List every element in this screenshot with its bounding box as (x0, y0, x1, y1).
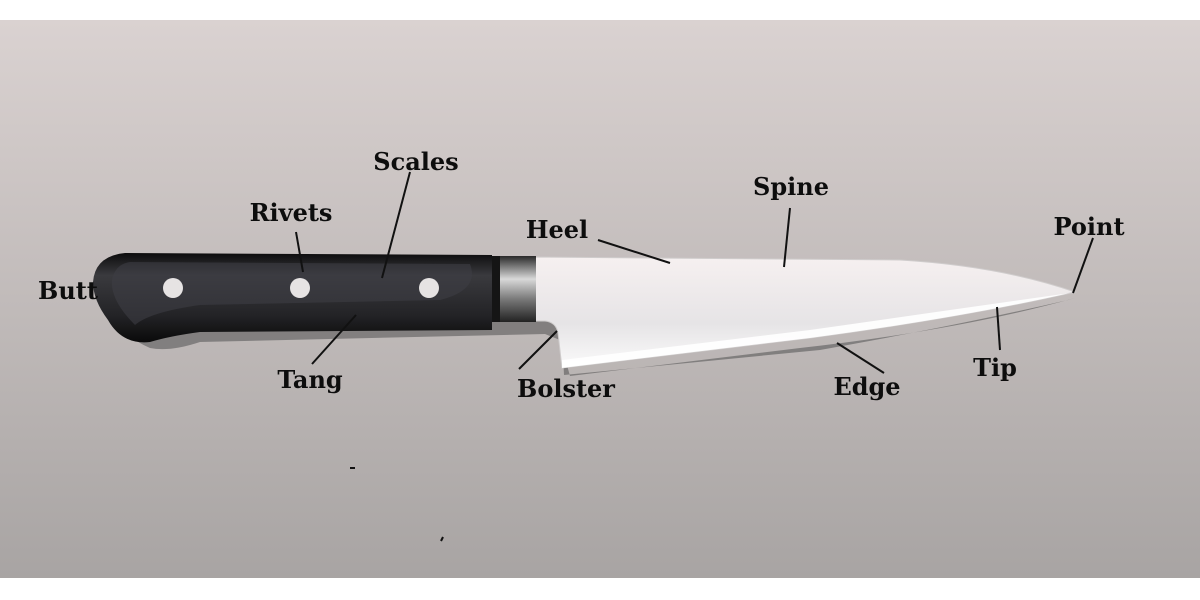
blade-edge-bevel (562, 293, 1070, 368)
label-rivets: Rivets (250, 198, 333, 227)
label-bolster: Bolster (517, 374, 615, 403)
rivet-1 (163, 278, 183, 298)
label-tang: Tang (277, 365, 343, 394)
leader-bolster (518, 330, 558, 370)
leader-spine (783, 207, 791, 268)
leader-tang (311, 314, 357, 365)
leader-rivets (295, 231, 304, 273)
leader-tip (996, 306, 1001, 351)
label-heel: Heel (526, 215, 588, 244)
leader-scales (381, 171, 411, 279)
label-tip: Tip (973, 353, 1017, 382)
stray-mark (440, 536, 444, 542)
label-edge: Edge (833, 372, 900, 401)
rivet-2 (290, 278, 310, 298)
leader-edge (836, 342, 885, 374)
leader-heel (597, 239, 671, 264)
rivet-3 (419, 278, 439, 298)
label-butt: Butt (38, 276, 98, 305)
bolster-ferrule (490, 256, 500, 322)
label-scales: Scales (373, 147, 458, 176)
leader-point (1072, 237, 1094, 294)
label-spine: Spine (753, 172, 829, 201)
label-point: Point (1053, 212, 1124, 241)
